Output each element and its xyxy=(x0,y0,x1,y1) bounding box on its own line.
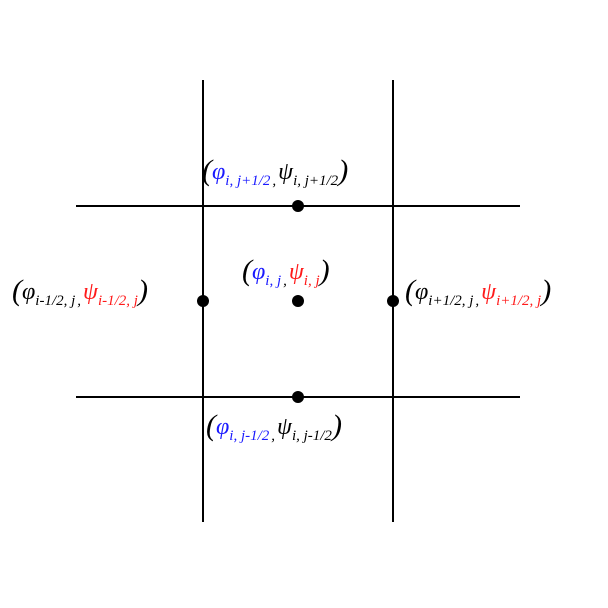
phi-subscript: i, j-1/2 xyxy=(229,428,270,444)
psi-subscript: i, j-1/2 xyxy=(291,428,332,444)
paren-open: ( xyxy=(242,254,252,287)
comma: , xyxy=(272,173,277,189)
phi-symbol: φ xyxy=(22,279,36,305)
paren-open: ( xyxy=(405,274,415,307)
phi-subscript: i+1/2, j xyxy=(428,293,474,309)
paren-close: ) xyxy=(338,154,349,187)
comma: , xyxy=(475,293,480,309)
phi-subscript: i, j+1/2 xyxy=(225,173,271,189)
label-center: (φi, j,ψi, j) xyxy=(242,256,330,289)
phi-symbol: φ xyxy=(216,414,230,440)
comma: , xyxy=(77,293,82,309)
paren-open: ( xyxy=(12,274,22,307)
paren-open: ( xyxy=(206,409,216,442)
node-top xyxy=(292,200,304,212)
comma: , xyxy=(283,273,287,289)
phi-subscript: i, j xyxy=(265,273,282,289)
phi-subscript: i-1/2, j xyxy=(35,293,76,309)
psi-subscript: i, j+1/2 xyxy=(293,173,339,189)
psi-subscript: i-1/2, j xyxy=(97,293,138,309)
node-right xyxy=(387,295,399,307)
label-right: (φi+1/2, j,ψi+1/2, j) xyxy=(405,276,551,309)
label-bottom: (φi, j-1/2,ψi, j-1/2) xyxy=(206,411,342,444)
paren-open: ( xyxy=(202,154,212,187)
label-top: (φi, j+1/2,ψi, j+1/2) xyxy=(202,156,348,189)
psi-symbol: ψ xyxy=(277,414,292,440)
node-bottom xyxy=(292,391,304,403)
node-left xyxy=(197,295,209,307)
paren-close: ) xyxy=(137,274,148,307)
paren-close: ) xyxy=(541,274,552,307)
phi-symbol: φ xyxy=(252,259,266,285)
psi-symbol: ψ xyxy=(481,279,497,305)
label-left: (φi-1/2, j,ψi-1/2, j) xyxy=(12,276,148,309)
phi-symbol: φ xyxy=(415,279,429,305)
paren-close: ) xyxy=(331,409,342,442)
psi-symbol: ψ xyxy=(83,279,98,305)
psi-subscript: i+1/2, j xyxy=(496,293,542,309)
node-center xyxy=(292,295,304,307)
phi-symbol: φ xyxy=(212,159,226,185)
paren-close: ) xyxy=(319,254,330,287)
psi-subscript: i, j xyxy=(303,273,320,289)
psi-symbol: ψ xyxy=(278,159,294,185)
psi-symbol: ψ xyxy=(288,259,304,285)
comma: , xyxy=(271,428,276,444)
